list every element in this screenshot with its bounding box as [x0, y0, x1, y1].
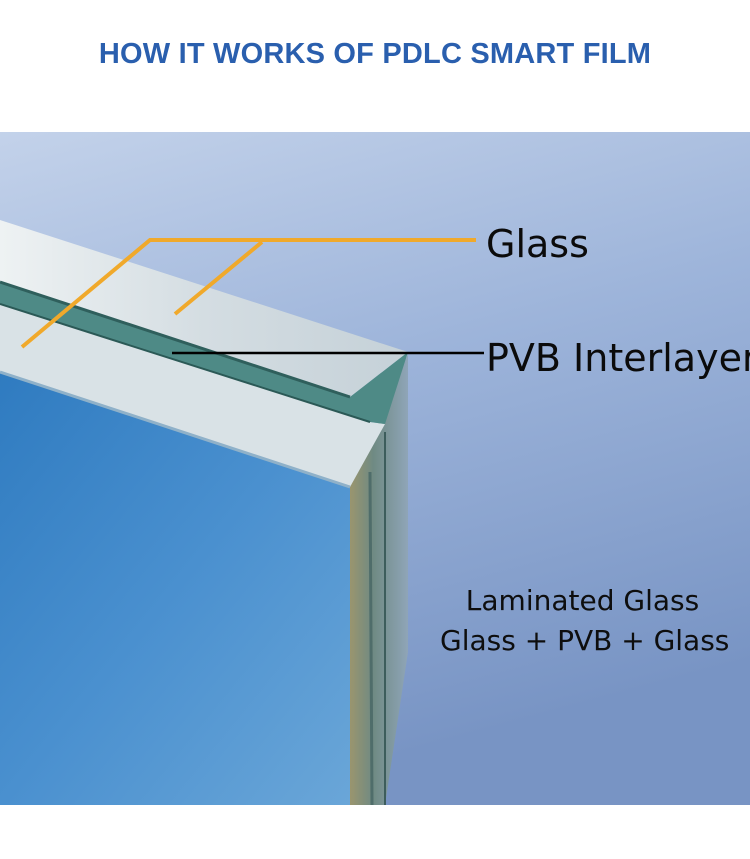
- glass-front-face: [0, 372, 350, 805]
- glass-leader-line: [20, 238, 476, 349]
- glass-side-edge: [350, 354, 408, 805]
- pvb-interlayer-label: PVB Interlayer: [486, 336, 750, 380]
- laminated-glass-diagram: [0, 132, 750, 805]
- page-title: HOW IT WORKS OF PDLC SMART FILM: [98, 38, 652, 70]
- glass-top-edge-inner: [0, 304, 385, 487]
- pvb-top-line: [0, 280, 351, 399]
- glass-label: Glass: [486, 222, 589, 266]
- caption-composition: Glass + PVB + Glass: [440, 624, 730, 657]
- side-edge-line-1: [368, 471, 374, 805]
- glass-leader-line-2: [173, 240, 264, 316]
- caption-laminated-glass: Laminated Glass: [465, 584, 700, 617]
- pvb-bottom-line: [0, 303, 371, 423]
- front-face-edge: [0, 370, 351, 489]
